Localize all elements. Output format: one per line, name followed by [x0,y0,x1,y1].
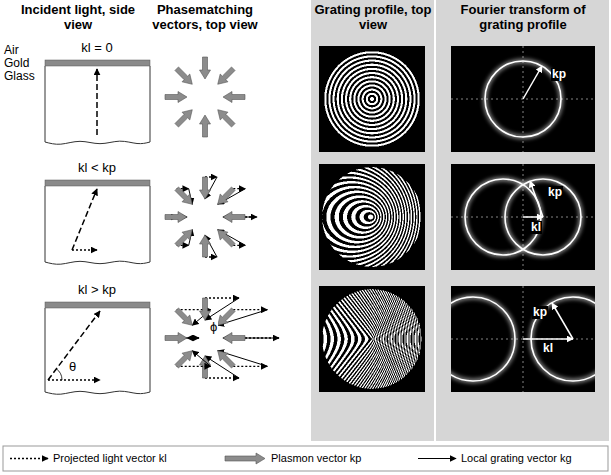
plasmon-vector [200,298,211,320]
plasmon-vector [218,67,235,84]
plasmon-vector [165,333,187,344]
glass-substrate [45,308,150,394]
angle-arc [56,369,62,380]
grating-vector [187,338,199,339]
angle-label: θ [68,360,77,374]
fourier-ground [451,164,595,270]
plasmon-vector [175,351,192,368]
ring-glow [451,297,515,381]
legend-sample [10,458,48,459]
light-vector [233,309,267,310]
grating-vector [205,356,239,378]
condition-label: kl = 0 [57,41,137,55]
plasmon-vector [175,187,192,204]
phasematching-vectors [165,298,279,378]
medium-label: Air [4,44,44,57]
light-vector [72,189,97,250]
plasmon-vector [218,187,235,204]
side-view [45,302,150,394]
plasmon-vector [200,235,211,257]
ring-glow [505,179,581,255]
phasematching-vectors [165,57,245,137]
light-vector [205,297,239,298]
plasmon-vector [523,66,542,99]
glass-substrate [45,66,150,144]
vector-label: kp [551,68,567,81]
plasmon-vector [175,230,192,247]
legend-box [3,446,608,471]
gold-layer [45,180,150,186]
vector-label: kl [542,342,554,355]
ring-glow [485,61,561,137]
plasmon-vector [175,110,192,127]
fourier-image [451,164,595,270]
glass-substrate [45,186,150,264]
plasmon-ring [485,61,561,137]
column-heading: Grating profile, top view [313,2,433,32]
plasmon-vector [218,230,235,247]
fourier-image [451,286,595,392]
plasmon-vector [200,57,211,79]
vector-label: kl [530,221,542,234]
plasmon-vector [223,333,245,344]
plasmon-vector [175,308,192,325]
plasmon-vector [225,453,265,464]
plasmon-vector [200,115,211,137]
fourier-ground [451,286,595,392]
phasematching-vectors [165,177,257,257]
light-vector [523,216,543,218]
light-vector [523,338,573,340]
plasmon-vector [200,356,211,378]
vector-label: kp [547,186,563,199]
gold-layer [45,302,150,308]
grating-image [319,286,425,392]
light-vector [72,249,97,251]
legend-text: Plasmon vector kp [271,452,361,465]
light-vector [233,366,267,367]
plasmon-vector [530,181,543,217]
grating-vector [192,351,210,367]
plasmon-vector [218,110,235,127]
side-view [45,180,150,264]
light-vector [177,366,211,367]
plasmon-vector [552,303,573,339]
medium-label: Glass [4,70,44,83]
grating-image [319,164,425,270]
plasmon-vector [223,92,245,103]
column-heading: Incident light, side view [8,2,148,32]
fourier-panel [436,0,609,441]
grating-panel [311,0,434,441]
gold-layer [45,60,150,66]
light-vector [48,379,100,381]
column-heading: Phasematching vectors, top view [140,2,270,32]
fourier-ground [451,46,595,152]
plasmon-vector [165,212,187,223]
plasmon-ring [505,179,581,255]
condition-label: kl > kp [57,283,137,297]
light-vector [96,69,98,135]
light-vector [48,311,100,380]
condition-label: kl < kp [57,161,137,175]
fourier-image [451,46,595,152]
medium-label: Gold [4,57,44,70]
legend-text: Local grating vector kg [461,452,572,465]
plasmon-ring [451,297,515,381]
plasmon-vector [165,92,187,103]
legend-sample [418,458,456,459]
plasmon-vector [223,212,245,223]
grating-image [319,46,425,152]
column-heading: Fourier transform of grating profile [438,2,608,32]
angle-label: ϕ [209,320,218,334]
plasmon-vector [200,177,211,199]
legend [3,446,608,471]
vector-label: kp [532,306,548,319]
plasmon-vector [218,308,235,325]
axis-line [451,217,595,218]
light-vector [205,377,239,378]
plasmon-vector [175,67,192,84]
legend-text: Projected light vector kl [53,452,167,465]
side-view [45,60,150,144]
